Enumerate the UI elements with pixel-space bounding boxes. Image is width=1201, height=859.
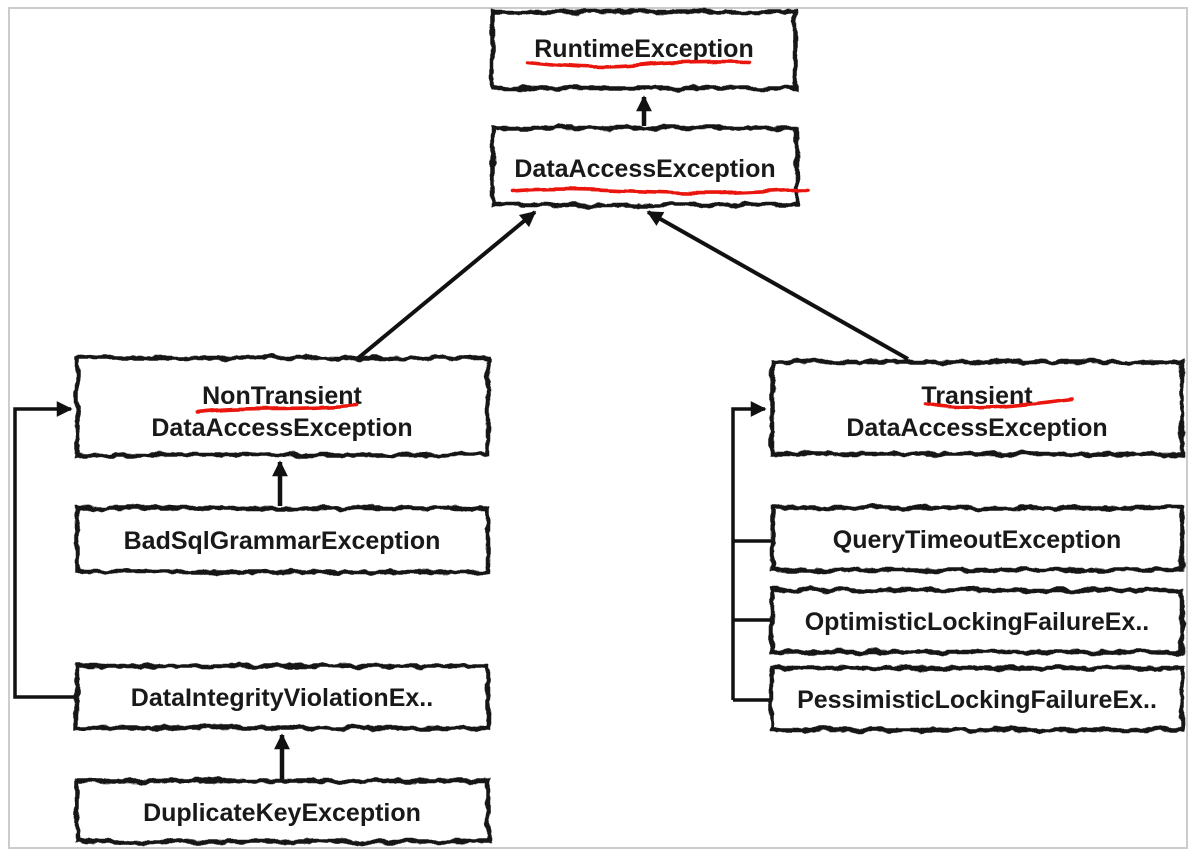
node-pessimistic-locking-failure-exception: PessimisticLockingFailureEx.. (769, 665, 1185, 733)
node-box (74, 663, 491, 731)
diagram-frame (8, 7, 1188, 849)
node-box (769, 587, 1185, 655)
node-box (74, 355, 491, 458)
red-underline-nontransient (195, 403, 359, 414)
node-label-line2: DataAccessException (846, 414, 1107, 442)
node-optimistic-locking-failure-exception: OptimisticLockingFailureEx.. (769, 587, 1185, 655)
red-underline-transient (923, 397, 1074, 410)
red-underline-runtime (526, 59, 752, 69)
node-label: OptimisticLockingFailureEx.. (805, 608, 1150, 636)
arrow-dataintegrity-to-nontransient-elbow (13, 401, 77, 699)
node-duplicate-key-exception: DuplicateKeyException (74, 778, 491, 845)
node-query-timeout-exception: QueryTimeoutException (769, 505, 1185, 573)
node-bad-sql-grammar-exception: BadSqlGrammarException (74, 505, 491, 575)
node-label: RuntimeException (534, 35, 753, 63)
node-transient-data-access-exception: Transient DataAccessException (769, 359, 1185, 457)
edges (13, 95, 909, 779)
node-box (74, 778, 491, 845)
node-label-line2: DataAccessException (151, 414, 412, 442)
node-label: DataAccessException (514, 155, 775, 183)
arrow-transient-children-trunk (731, 401, 767, 700)
arrow-transient-to-dataaccess (646, 210, 909, 361)
node-box (769, 505, 1185, 573)
arrow-nontransient-to-dataaccess (355, 210, 537, 361)
node-box (769, 665, 1185, 733)
red-underline-dataaccess (510, 187, 809, 195)
node-box (769, 359, 1185, 457)
node-label: BadSqlGrammarException (124, 527, 441, 555)
red-annotations (195, 59, 1074, 414)
node-non-transient-data-access-exception: NonTransient DataAccessException (74, 355, 491, 458)
node-label: QueryTimeoutException (833, 526, 1122, 554)
node-data-integrity-violation-exception: DataIntegrityViolationEx.. (74, 663, 491, 731)
node-box (490, 9, 798, 91)
node-label: DataIntegrityViolationEx.. (131, 684, 433, 712)
node-label: PessimisticLockingFailureEx.. (797, 686, 1157, 714)
node-box (74, 505, 491, 575)
node-label: DuplicateKeyException (143, 799, 421, 827)
node-runtime-exception: RuntimeException (490, 9, 798, 91)
